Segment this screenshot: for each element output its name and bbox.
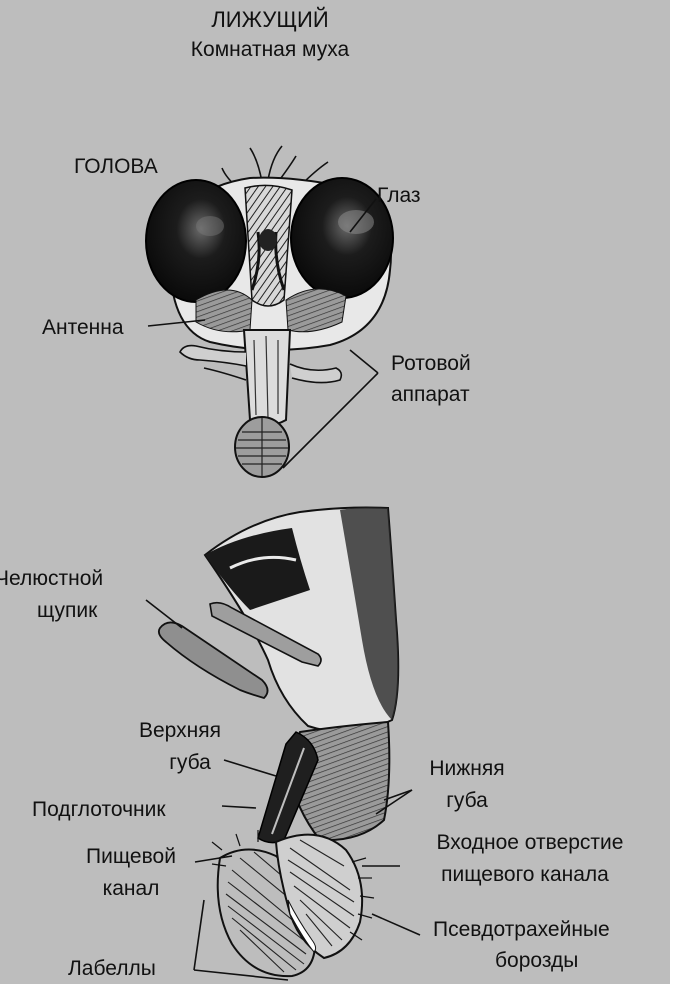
label-labium-line2: губа — [412, 788, 522, 814]
fly-head-drawing — [146, 146, 393, 477]
head-palp-left — [180, 346, 246, 366]
compound-eye-left — [146, 180, 246, 302]
label-labium-line1: Нижняя — [402, 756, 532, 782]
label-mouthparts-line1: Ротовой — [391, 351, 471, 377]
label-head: ГОЛОВА — [74, 154, 158, 180]
label-pseudotracheae-line2: борозды — [495, 948, 578, 974]
label-food-canal-line2: канал — [76, 876, 186, 902]
label-hypopharynx: Подглоточник — [32, 797, 166, 823]
head-palp-right — [290, 364, 341, 383]
label-antenna: Антенна — [42, 315, 124, 341]
label-mouthparts-line2: аппарат — [391, 382, 470, 408]
label-food-canal-opening-line1: Входное отверстие — [400, 830, 660, 856]
label-labella: Лабеллы — [68, 956, 156, 982]
diagram-title: ЛИЖУЩИЙ — [170, 7, 370, 33]
label-labrum-line2: губа — [140, 750, 240, 776]
diagram-subtitle: Комнатная муха — [140, 37, 400, 63]
label-food-canal-opening-line2: пищевого канала — [400, 862, 650, 888]
label-labrum-line1: Верхняя — [120, 718, 240, 744]
label-pseudotracheae-line1: Псевдотрахейные — [433, 917, 610, 943]
label-eye: Глаз — [377, 183, 421, 209]
label-food-canal-line1: Пищевой — [66, 844, 196, 870]
label-maxillary-palp-line1: Челюстной — [0, 566, 103, 592]
label-maxillary-palp-line2: щупик — [37, 598, 97, 624]
